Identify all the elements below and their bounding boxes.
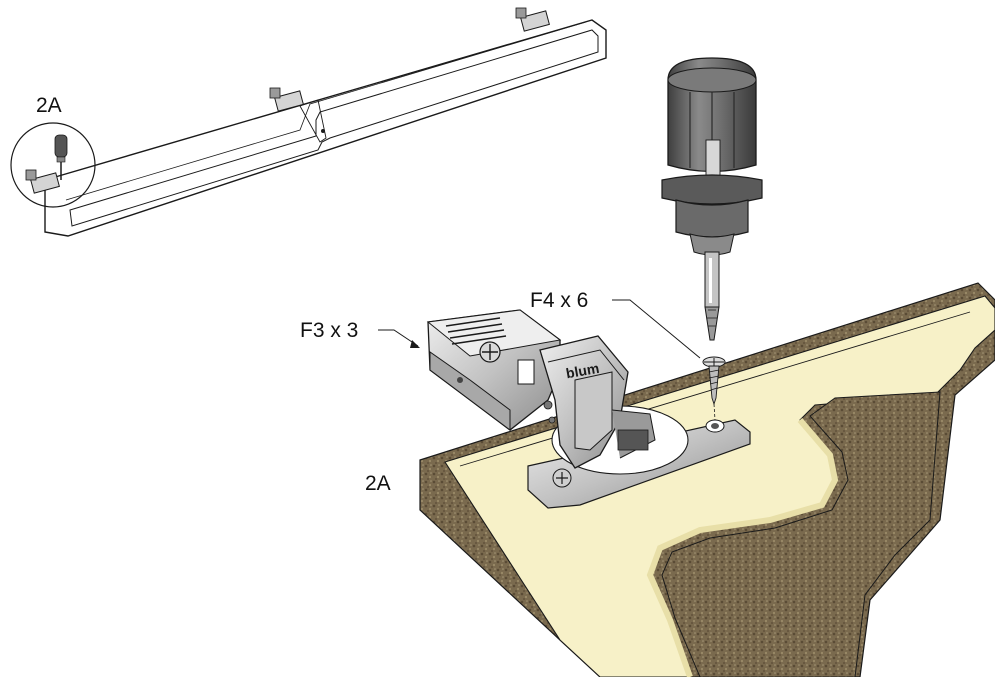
overview-screwdriver [54,134,68,180]
overview-hinge-middle [269,87,304,112]
detail-callout-circle [10,122,96,208]
hinge-fastener-label: F3 x 3 [300,319,358,342]
panel-recess [661,391,941,677]
hinge-brand-logo: blum [565,360,601,382]
plate-fastener-label: F4 x 6 [530,289,588,312]
overview-callout-label: 2A [36,94,62,117]
overview-hinge-right [515,7,550,32]
plate-fastener-callout: F4 x 6 [530,289,701,359]
door-panel-detail [419,282,995,677]
detail-callout-label: 2A [365,472,391,495]
screwdriver [661,57,763,341]
plate-screw-f4 [702,356,726,421]
hinge-fastener-callout: F3 x 3 [300,319,420,348]
concealed-hinge: blum [426,309,656,469]
door-frame-overview: 2A [10,7,607,237]
overview-hinge-left [25,169,60,194]
